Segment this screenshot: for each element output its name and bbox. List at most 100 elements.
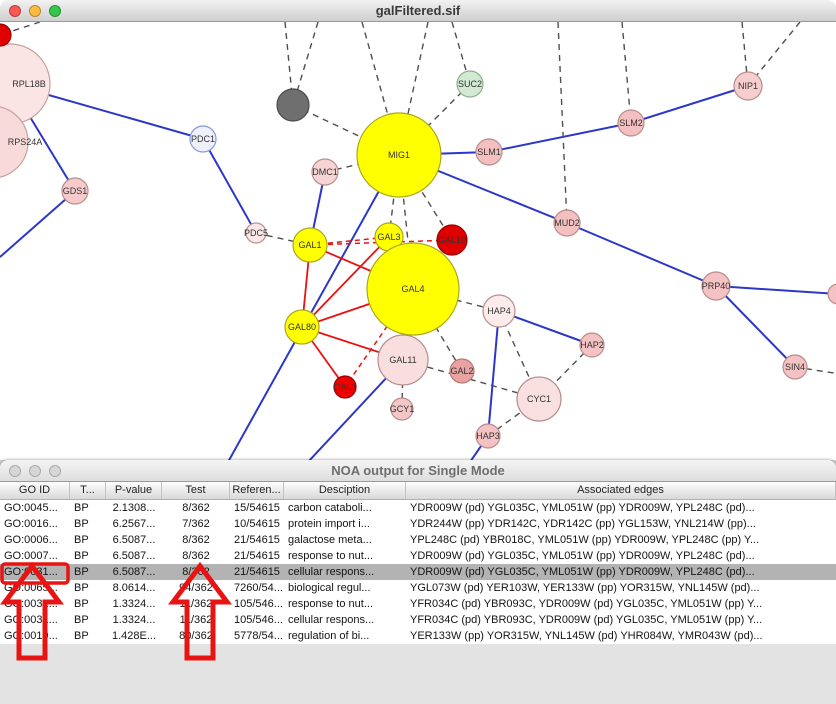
network-edge[interactable] xyxy=(715,285,796,368)
node-label: PDC1 xyxy=(191,134,215,144)
network-edge[interactable] xyxy=(292,104,400,156)
column-header[interactable]: GO ID xyxy=(0,482,70,499)
network-node-sin4[interactable] xyxy=(782,354,808,380)
table-cell: BP xyxy=(74,566,89,578)
network-edge[interactable] xyxy=(487,310,500,437)
table-cell: 1.428E... xyxy=(111,630,157,642)
node-label: SLM1 xyxy=(477,147,501,157)
network-node[interactable] xyxy=(0,23,12,47)
column-header[interactable]: Associated edges xyxy=(406,482,836,499)
network-edge[interactable] xyxy=(202,138,257,234)
network-node-gal80[interactable] xyxy=(284,309,320,345)
network-node[interactable] xyxy=(827,283,836,305)
network-edge[interactable] xyxy=(715,285,836,295)
table-cell: BP xyxy=(74,502,89,514)
network-edge[interactable] xyxy=(301,236,390,328)
table-cell: 15/54615 xyxy=(234,502,280,514)
network-node-prp40[interactable] xyxy=(701,271,731,301)
network-node-cyc1[interactable] xyxy=(516,376,562,422)
minimize-button[interactable] xyxy=(29,464,41,477)
network-node-pdc5[interactable] xyxy=(245,222,267,244)
network-node-gal4[interactable] xyxy=(366,242,460,336)
network-edge[interactable] xyxy=(630,85,749,124)
network-node-gal2[interactable] xyxy=(449,358,475,384)
table-cell: GO:0065... xyxy=(4,582,58,594)
network-node-suc2[interactable] xyxy=(456,70,484,98)
table-cell: 21/54615 xyxy=(234,534,280,546)
node-label: GAL7 xyxy=(333,382,356,392)
network-node-mud2[interactable] xyxy=(553,209,581,237)
network-edge[interactable] xyxy=(0,190,76,258)
window-controls xyxy=(9,4,61,17)
network-edge[interactable] xyxy=(488,122,632,153)
table-cell: YFR034C (pd) YBR093C, YDR009W (pd) YGL03… xyxy=(410,598,763,610)
column-header[interactable]: Test xyxy=(162,482,230,499)
zoom-button[interactable] xyxy=(49,4,61,17)
noa-window-titlebar[interactable]: NOA output for Single Mode xyxy=(0,460,836,482)
network-node-hap4[interactable] xyxy=(482,294,516,328)
close-button[interactable] xyxy=(9,4,21,17)
network-edge[interactable] xyxy=(538,344,593,400)
column-header[interactable]: Referen... xyxy=(230,482,284,499)
network-edge[interactable] xyxy=(309,239,453,246)
network-node-nip1[interactable] xyxy=(733,71,763,101)
network-node-hap2[interactable] xyxy=(579,332,605,358)
table-cell: GO:0016... xyxy=(4,518,58,530)
network-node-dmc1[interactable] xyxy=(311,158,339,186)
network-canvas[interactable]: RPL18BRPS24AGDS1PDC1MIG1SUC2SLM1SLM2NIP1… xyxy=(0,22,836,460)
network-edge[interactable] xyxy=(227,154,400,460)
column-header[interactable]: Desciption xyxy=(284,482,406,499)
network-node-hap3[interactable] xyxy=(475,423,501,449)
network-edge[interactable] xyxy=(292,22,319,106)
network-node[interactable] xyxy=(276,88,310,122)
column-header[interactable]: P-value xyxy=(106,482,162,499)
zoom-button[interactable] xyxy=(49,464,61,477)
table-cell: 6.2567... xyxy=(112,518,156,530)
graph-window-titlebar[interactable]: galFiltered.sif xyxy=(0,0,836,22)
minimize-button[interactable] xyxy=(29,4,41,17)
network-node-gds1[interactable] xyxy=(61,177,89,205)
table-cell: GO:0045... xyxy=(4,502,58,514)
network-edge[interactable] xyxy=(566,222,717,287)
network-node-pdc1[interactable] xyxy=(189,125,217,153)
network-node-gcy1[interactable] xyxy=(390,397,414,421)
table-cell: 11/362 xyxy=(179,598,213,610)
table-cell: 6.5087... xyxy=(112,534,156,546)
node-label: RPL18B xyxy=(12,79,46,89)
table-cell: cellular respons... xyxy=(288,566,375,578)
network-edge[interactable] xyxy=(621,22,632,124)
table-cell: BP xyxy=(74,614,89,626)
network-node-slm2[interactable] xyxy=(617,109,645,137)
network-node-gal11[interactable] xyxy=(377,334,429,386)
table-cell: GO:0019... xyxy=(4,630,58,642)
table-cell: response to nut... xyxy=(288,550,373,562)
network-edge[interactable] xyxy=(794,366,836,375)
node-label: PRP40 xyxy=(702,281,731,291)
network-node-gal10[interactable] xyxy=(436,224,468,256)
network-node-gal1[interactable] xyxy=(292,227,328,263)
node-label: SIN4 xyxy=(785,362,805,372)
column-header[interactable]: T... xyxy=(70,482,106,499)
table-cell: 10/54615 xyxy=(234,518,280,530)
network-node-mig1[interactable] xyxy=(356,112,442,198)
node-label: SUC2 xyxy=(458,79,482,89)
network-edge[interactable] xyxy=(557,22,568,224)
network-node-slm1[interactable] xyxy=(475,138,503,166)
table-cell: 8.0614... xyxy=(112,582,156,594)
network-node-rps24a[interactable] xyxy=(0,106,29,178)
network-node-gal7[interactable] xyxy=(333,375,357,399)
close-button[interactable] xyxy=(9,464,21,477)
network-edge[interactable] xyxy=(398,83,471,156)
